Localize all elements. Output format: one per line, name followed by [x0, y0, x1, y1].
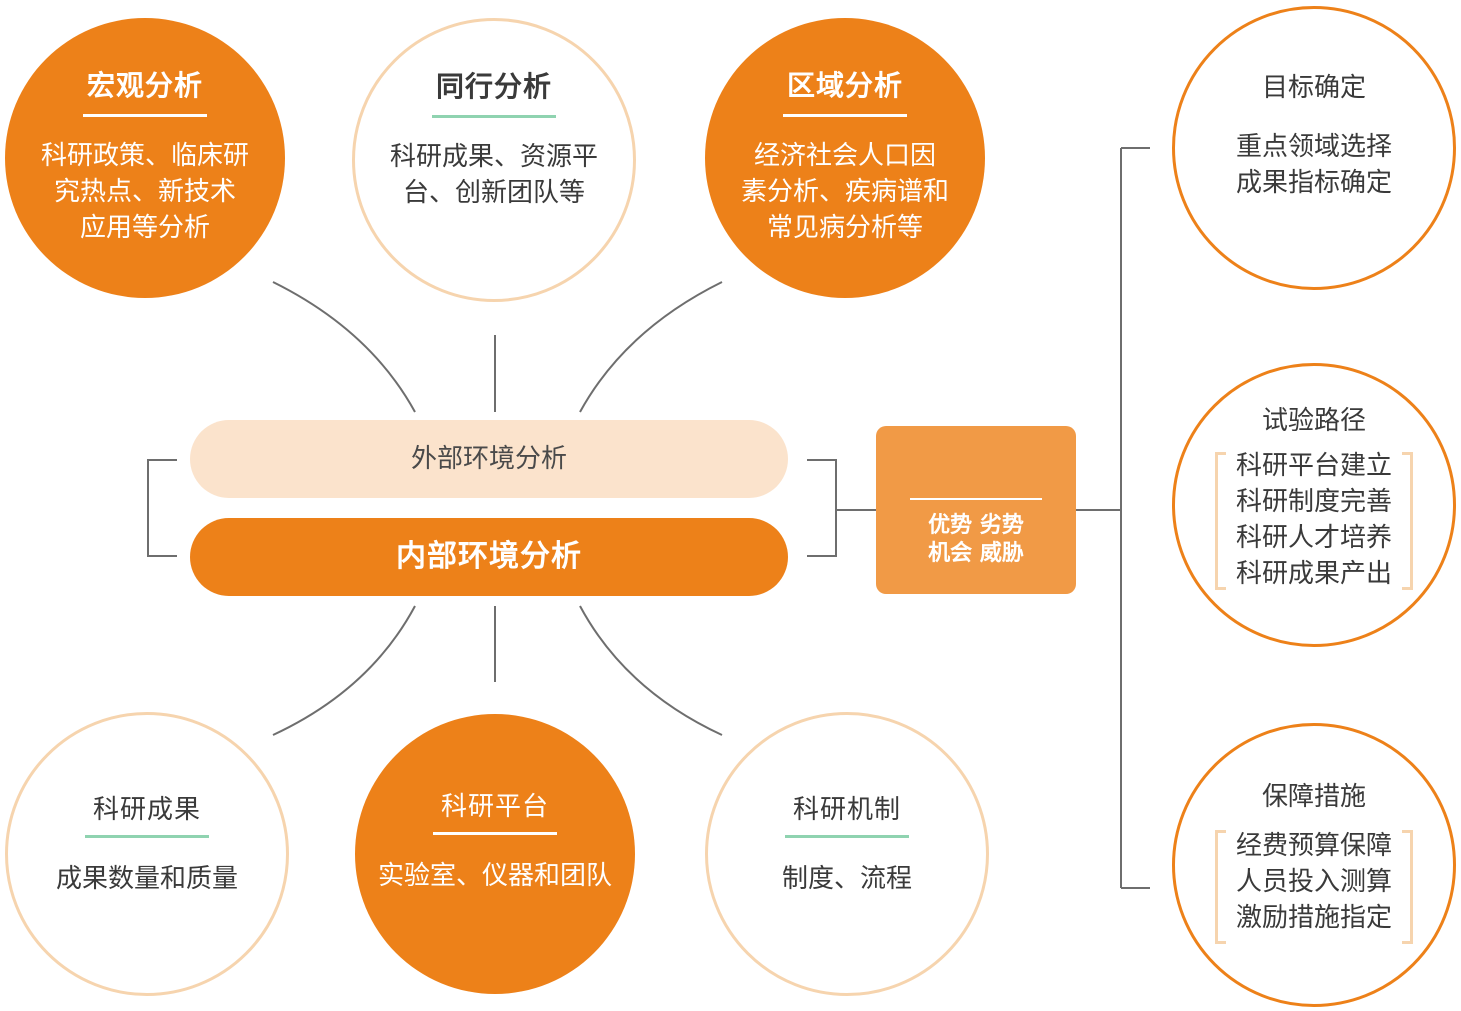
circle-title: 试验路径: [1261, 406, 1366, 436]
peer-analysis-circle: 同行分析 科研成果、资源平 台、创新团队等: [352, 18, 636, 302]
external-environment-pill: 外部环境分析: [190, 420, 788, 498]
circle-body: 制度、流程: [781, 864, 912, 894]
safeguard-measures-circle: 保障措施 经费预算保障 人员投入测算 激励措施指定: [1172, 723, 1456, 1007]
summary-underline: [910, 498, 1042, 500]
right-bracket: [1402, 830, 1413, 944]
connector-bottom-left: [272, 605, 416, 736]
regional-analysis-circle: 区域分析 经济社会人口因 素分析、疾病谱和 常见病分析等: [705, 18, 985, 298]
circle-body: 成果数量和质量: [55, 864, 238, 894]
circle-body: 重点领域选择 成果指标确定: [1235, 132, 1392, 198]
bracket-right: [807, 459, 837, 557]
title-underline: [432, 115, 556, 118]
research-platform-circle: 科研平台 实验室、仪器和团队: [355, 714, 635, 994]
title-underline: [85, 835, 209, 838]
circle-title: 宏观分析: [86, 69, 203, 102]
left-bracket: [1215, 452, 1226, 590]
pilot-path-circle: 试验路径 科研平台建立 科研制度完善 科研人才培养 科研成果产出: [1172, 363, 1456, 647]
connector-bottom-right: [579, 605, 723, 736]
circle-title: 科研机制: [792, 795, 901, 825]
circle-body: 科研成果、资源平 台、创新团队等: [389, 142, 598, 208]
title-underline: [433, 832, 557, 835]
connector-top-right: [579, 281, 723, 413]
goal-setting-circle: 目标确定 重点领域选择 成果指标确定: [1172, 6, 1456, 290]
research-mechanism-circle: 科研机制 制度、流程: [705, 712, 989, 996]
circle-body: 科研平台建立 科研制度完善 科研人才培养 科研成果产出: [1235, 451, 1392, 589]
circle-title: 目标确定: [1261, 73, 1366, 103]
bracket-left: [147, 459, 177, 557]
summary-box: 小结 优势 劣势 机会 威胁: [876, 426, 1076, 917]
circle-body: 经济社会人口因 素分析、疾病谱和 常见病分析等: [740, 141, 949, 243]
connector-top-left: [272, 281, 416, 413]
circle-title: 科研成果: [92, 795, 201, 825]
circle-title: 同行分析: [435, 70, 552, 103]
title-underline: [783, 114, 907, 117]
summary-swot: 优势 劣势 机会 威胁: [928, 513, 1024, 566]
title-underline: [785, 835, 909, 838]
internal-environment-pill: 内部环境分析: [190, 518, 788, 596]
macro-analysis-circle: 宏观分析 科研政策、临床研 究热点、新技术 应用等分析: [5, 18, 285, 298]
right-bracket: [1402, 452, 1413, 590]
circle-body: 经费预算保障 人员投入测算 激励措施指定: [1235, 831, 1392, 933]
circle-body: 科研政策、临床研 究热点、新技术 应用等分析: [40, 141, 249, 243]
title-underline: [83, 114, 207, 117]
research-results-circle: 科研成果 成果数量和质量: [5, 712, 289, 996]
left-bracket: [1215, 830, 1226, 944]
circle-body: 实验室、仪器和团队: [377, 861, 612, 891]
circle-title: 区域分析: [786, 69, 903, 102]
circle-title: 保障措施: [1261, 782, 1366, 812]
circle-title: 科研平台: [440, 792, 549, 822]
